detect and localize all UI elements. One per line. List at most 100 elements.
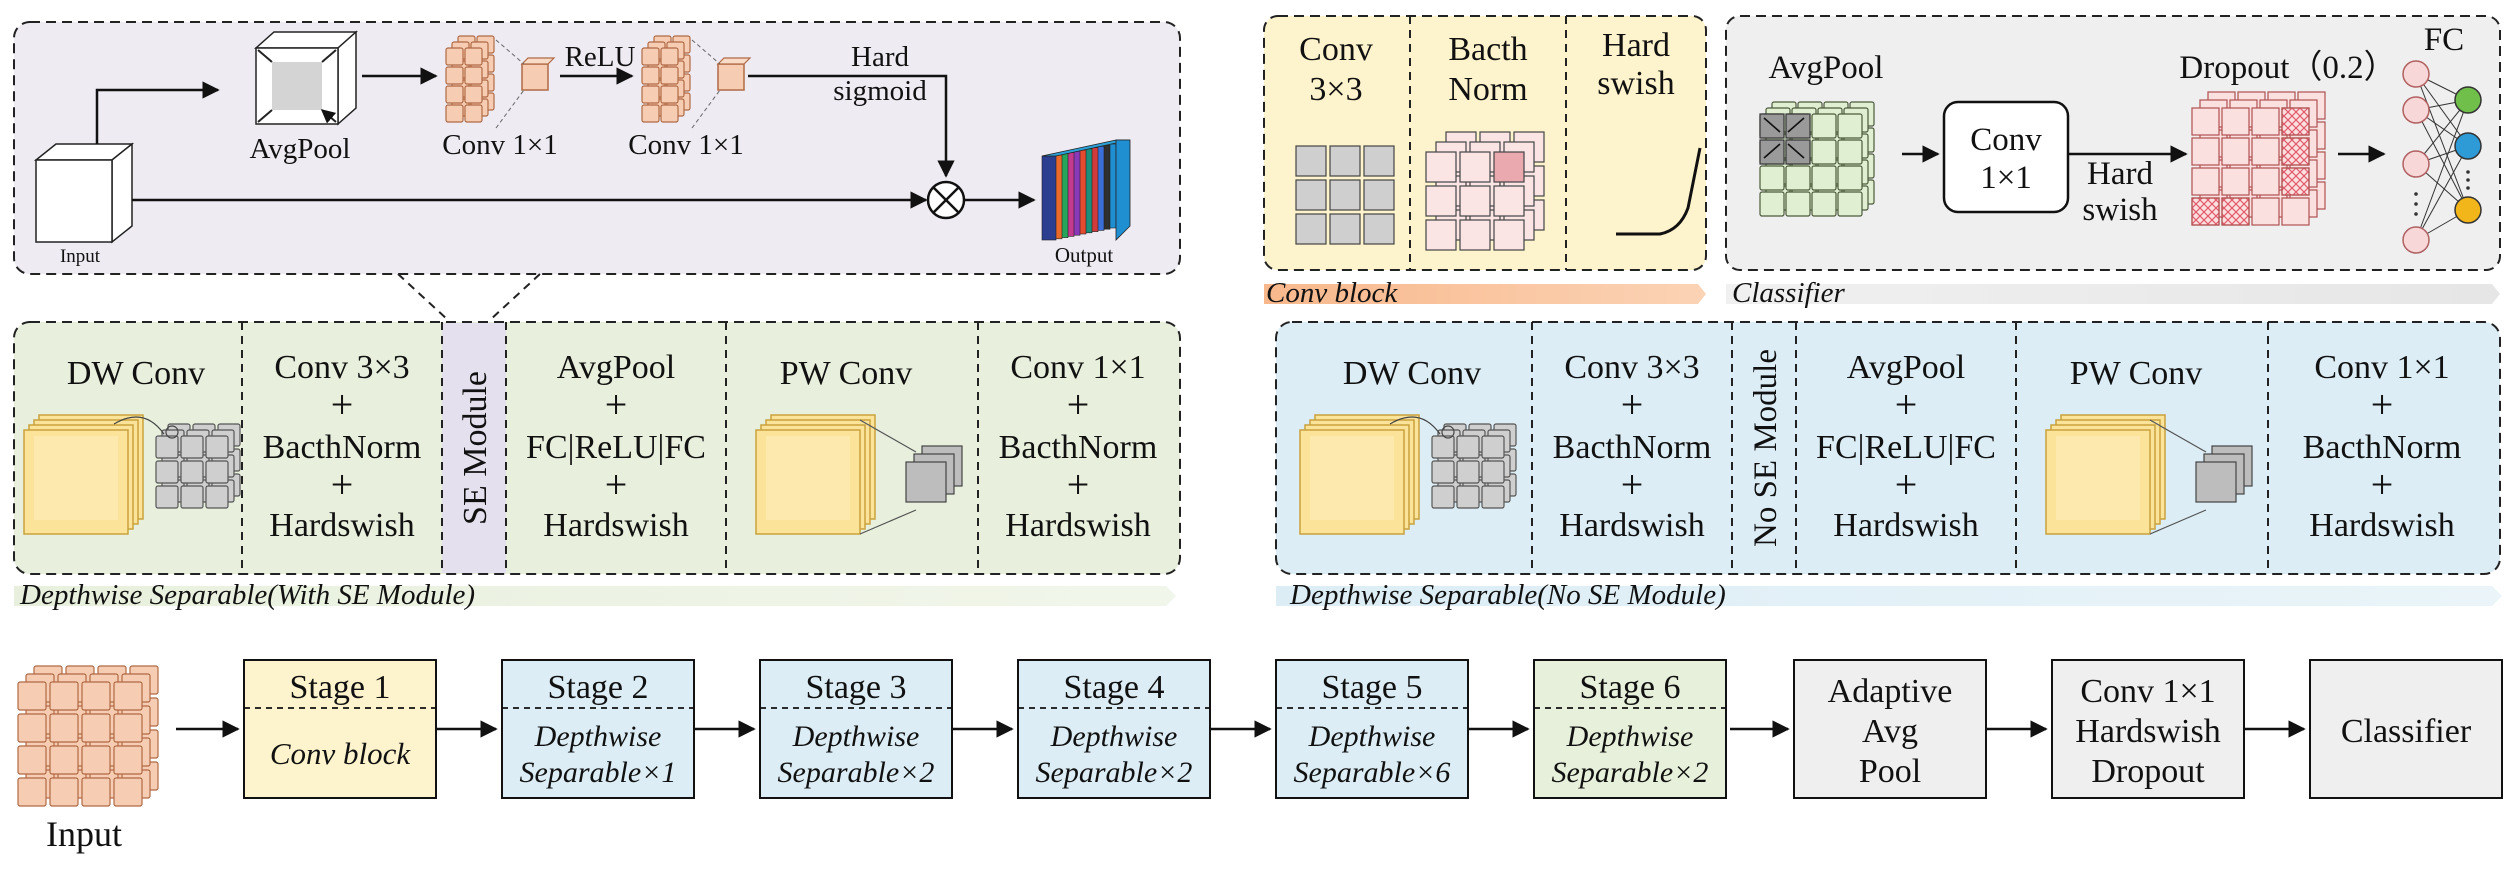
conv2-label: Conv 1×1 xyxy=(628,129,743,161)
stage-box xyxy=(1533,659,1727,799)
stage-desc: Depthwise xyxy=(1566,720,1694,753)
conv-hs-line2: Hardswish xyxy=(2075,713,2220,750)
fc-edge xyxy=(2415,73,2469,147)
fc-ellipsis-dot xyxy=(2466,186,2470,190)
tensor-cell xyxy=(445,104,464,123)
tensor-cell xyxy=(1431,460,1455,484)
kernel-cell xyxy=(1363,179,1395,211)
conv-out-cube xyxy=(521,63,549,91)
ds-nose-col6-plus1: + xyxy=(2371,382,2394,427)
tensor-cell xyxy=(464,85,483,104)
bn-cell xyxy=(1425,151,1457,183)
output-side xyxy=(1115,139,1131,241)
bn-cell xyxy=(1459,151,1491,183)
cls-conv-box xyxy=(1942,100,2070,214)
tensor-cell xyxy=(641,104,660,123)
classifier-detail: AvgPool Conv 1×1 Hard swish Dropout（0.2）… xyxy=(1725,15,2501,309)
tensor-cell xyxy=(180,435,204,459)
tensor-cell xyxy=(113,713,143,743)
tensor-cell xyxy=(180,485,204,509)
arrow-input-to-avgpool xyxy=(95,81,220,144)
tensor-cell xyxy=(1837,139,1863,165)
output-label: Output xyxy=(1055,243,1114,267)
dropout-cell xyxy=(2251,107,2280,136)
avgpool-label: AvgPool xyxy=(250,133,351,165)
tensor-cell xyxy=(445,85,464,104)
fc-edge xyxy=(2415,99,2469,241)
ds-no-se: DW Conv Conv 3×3 + BacthNorm + Hardswish… xyxy=(1275,321,2502,611)
tensor-cell xyxy=(641,47,660,66)
bn-cell xyxy=(1425,185,1457,217)
bn-cell xyxy=(1425,219,1457,251)
ds-nose-caption: Depthwise Separable(No SE Module) xyxy=(1289,579,1726,611)
dropout-cell xyxy=(2221,107,2250,136)
cb-conv-line2: 3×3 xyxy=(1309,71,1362,108)
stage-desc: Separable×2 xyxy=(1552,756,1709,789)
tensor-cell xyxy=(1811,165,1837,191)
dw-link-ring xyxy=(165,425,179,439)
hardswish-curve-icon xyxy=(1616,147,1702,236)
stage-box xyxy=(243,659,437,799)
ds-nose-col6-plus2: + xyxy=(2371,462,2394,507)
kernel-cell xyxy=(1363,145,1395,177)
arrow-hard-sigmoid xyxy=(748,74,955,178)
cb-bn-line2: Norm xyxy=(1448,71,1527,108)
conv1-label: Conv 1×1 xyxy=(442,129,557,161)
tensor-cell xyxy=(180,460,204,484)
dropped-cell xyxy=(2281,107,2310,136)
cls-conv-line1: Conv xyxy=(1970,122,2042,158)
tensor-cell xyxy=(81,777,111,807)
bn-cell xyxy=(1493,185,1525,217)
bn-cell xyxy=(1493,151,1525,183)
fc-ellipsis-dot xyxy=(2414,202,2418,206)
fc-ellipsis-dot xyxy=(2414,212,2418,216)
se-module-detail: Input AvgPool Conv 1×1 ReLU Conv 1×1 Har… xyxy=(13,21,1181,275)
fc-input-node xyxy=(2402,60,2430,88)
ds-nose-col6-line5: Hardswish xyxy=(2309,507,2454,544)
kernel-cell xyxy=(1329,145,1361,177)
tensor-cell xyxy=(464,104,483,123)
ds-nose-col2-line5: Hardswish xyxy=(1559,507,1704,544)
kernel-cell xyxy=(1329,213,1361,245)
dropout-cell xyxy=(2221,167,2250,196)
stage-desc: Depthwise xyxy=(1050,720,1178,753)
se-input-label: Input xyxy=(60,246,101,267)
tensor-cell xyxy=(155,485,179,509)
cls-fc-label: FC xyxy=(2424,22,2464,58)
stage-desc: Separable×6 xyxy=(1294,756,1451,789)
kernel-cell xyxy=(1295,213,1327,245)
kernel-cell xyxy=(1295,145,1327,177)
projection-lines xyxy=(691,39,721,129)
cls-dropout-label: Dropout（0.2） xyxy=(2179,50,2396,86)
ds-se-caption: Depthwise Separable(With SE Module) xyxy=(19,579,475,611)
ds-se-col6-line5: Hardswish xyxy=(1005,507,1150,544)
dropout-cell xyxy=(2221,137,2250,166)
dropped-cell xyxy=(2281,137,2310,166)
dw-link xyxy=(1389,416,1441,435)
kernel-cell xyxy=(1329,179,1361,211)
dw-face xyxy=(1310,436,1394,520)
cb-conv-line1: Conv xyxy=(1299,31,1373,68)
tensor-cell xyxy=(205,460,229,484)
ds-se-col2-line5: Hardswish xyxy=(269,507,414,544)
tensor-cell xyxy=(660,104,679,123)
stage-desc: Separable×1 xyxy=(520,756,677,789)
ds-with-se: DW Conv Conv 3×3 + BacthNorm + Hardswish… xyxy=(13,321,1181,611)
adaptive-pool-box xyxy=(1793,659,1987,799)
fc-output-node xyxy=(2454,86,2482,114)
dropout-cell xyxy=(2191,137,2220,166)
stage-title: Stage 2 xyxy=(547,669,648,706)
ds-se-panel xyxy=(13,321,1181,575)
projection-lines xyxy=(495,39,525,129)
conv-tensor-2-icon xyxy=(641,35,752,129)
dropped-cell xyxy=(2281,167,2310,196)
stage-box xyxy=(501,659,695,799)
stage-title: Stage 1 xyxy=(289,669,390,706)
batchnorm-tensor-icon xyxy=(1425,131,1545,251)
output-tensor-icon xyxy=(1041,139,1131,241)
bn-cell xyxy=(1459,219,1491,251)
stage-desc: Depthwise xyxy=(534,720,662,753)
dw-face xyxy=(34,436,118,520)
conv-block-detail: Conv 3×3 Bacth Norm Hard swish Conv bloc… xyxy=(1263,15,1707,309)
tensor-cell xyxy=(1811,191,1837,217)
